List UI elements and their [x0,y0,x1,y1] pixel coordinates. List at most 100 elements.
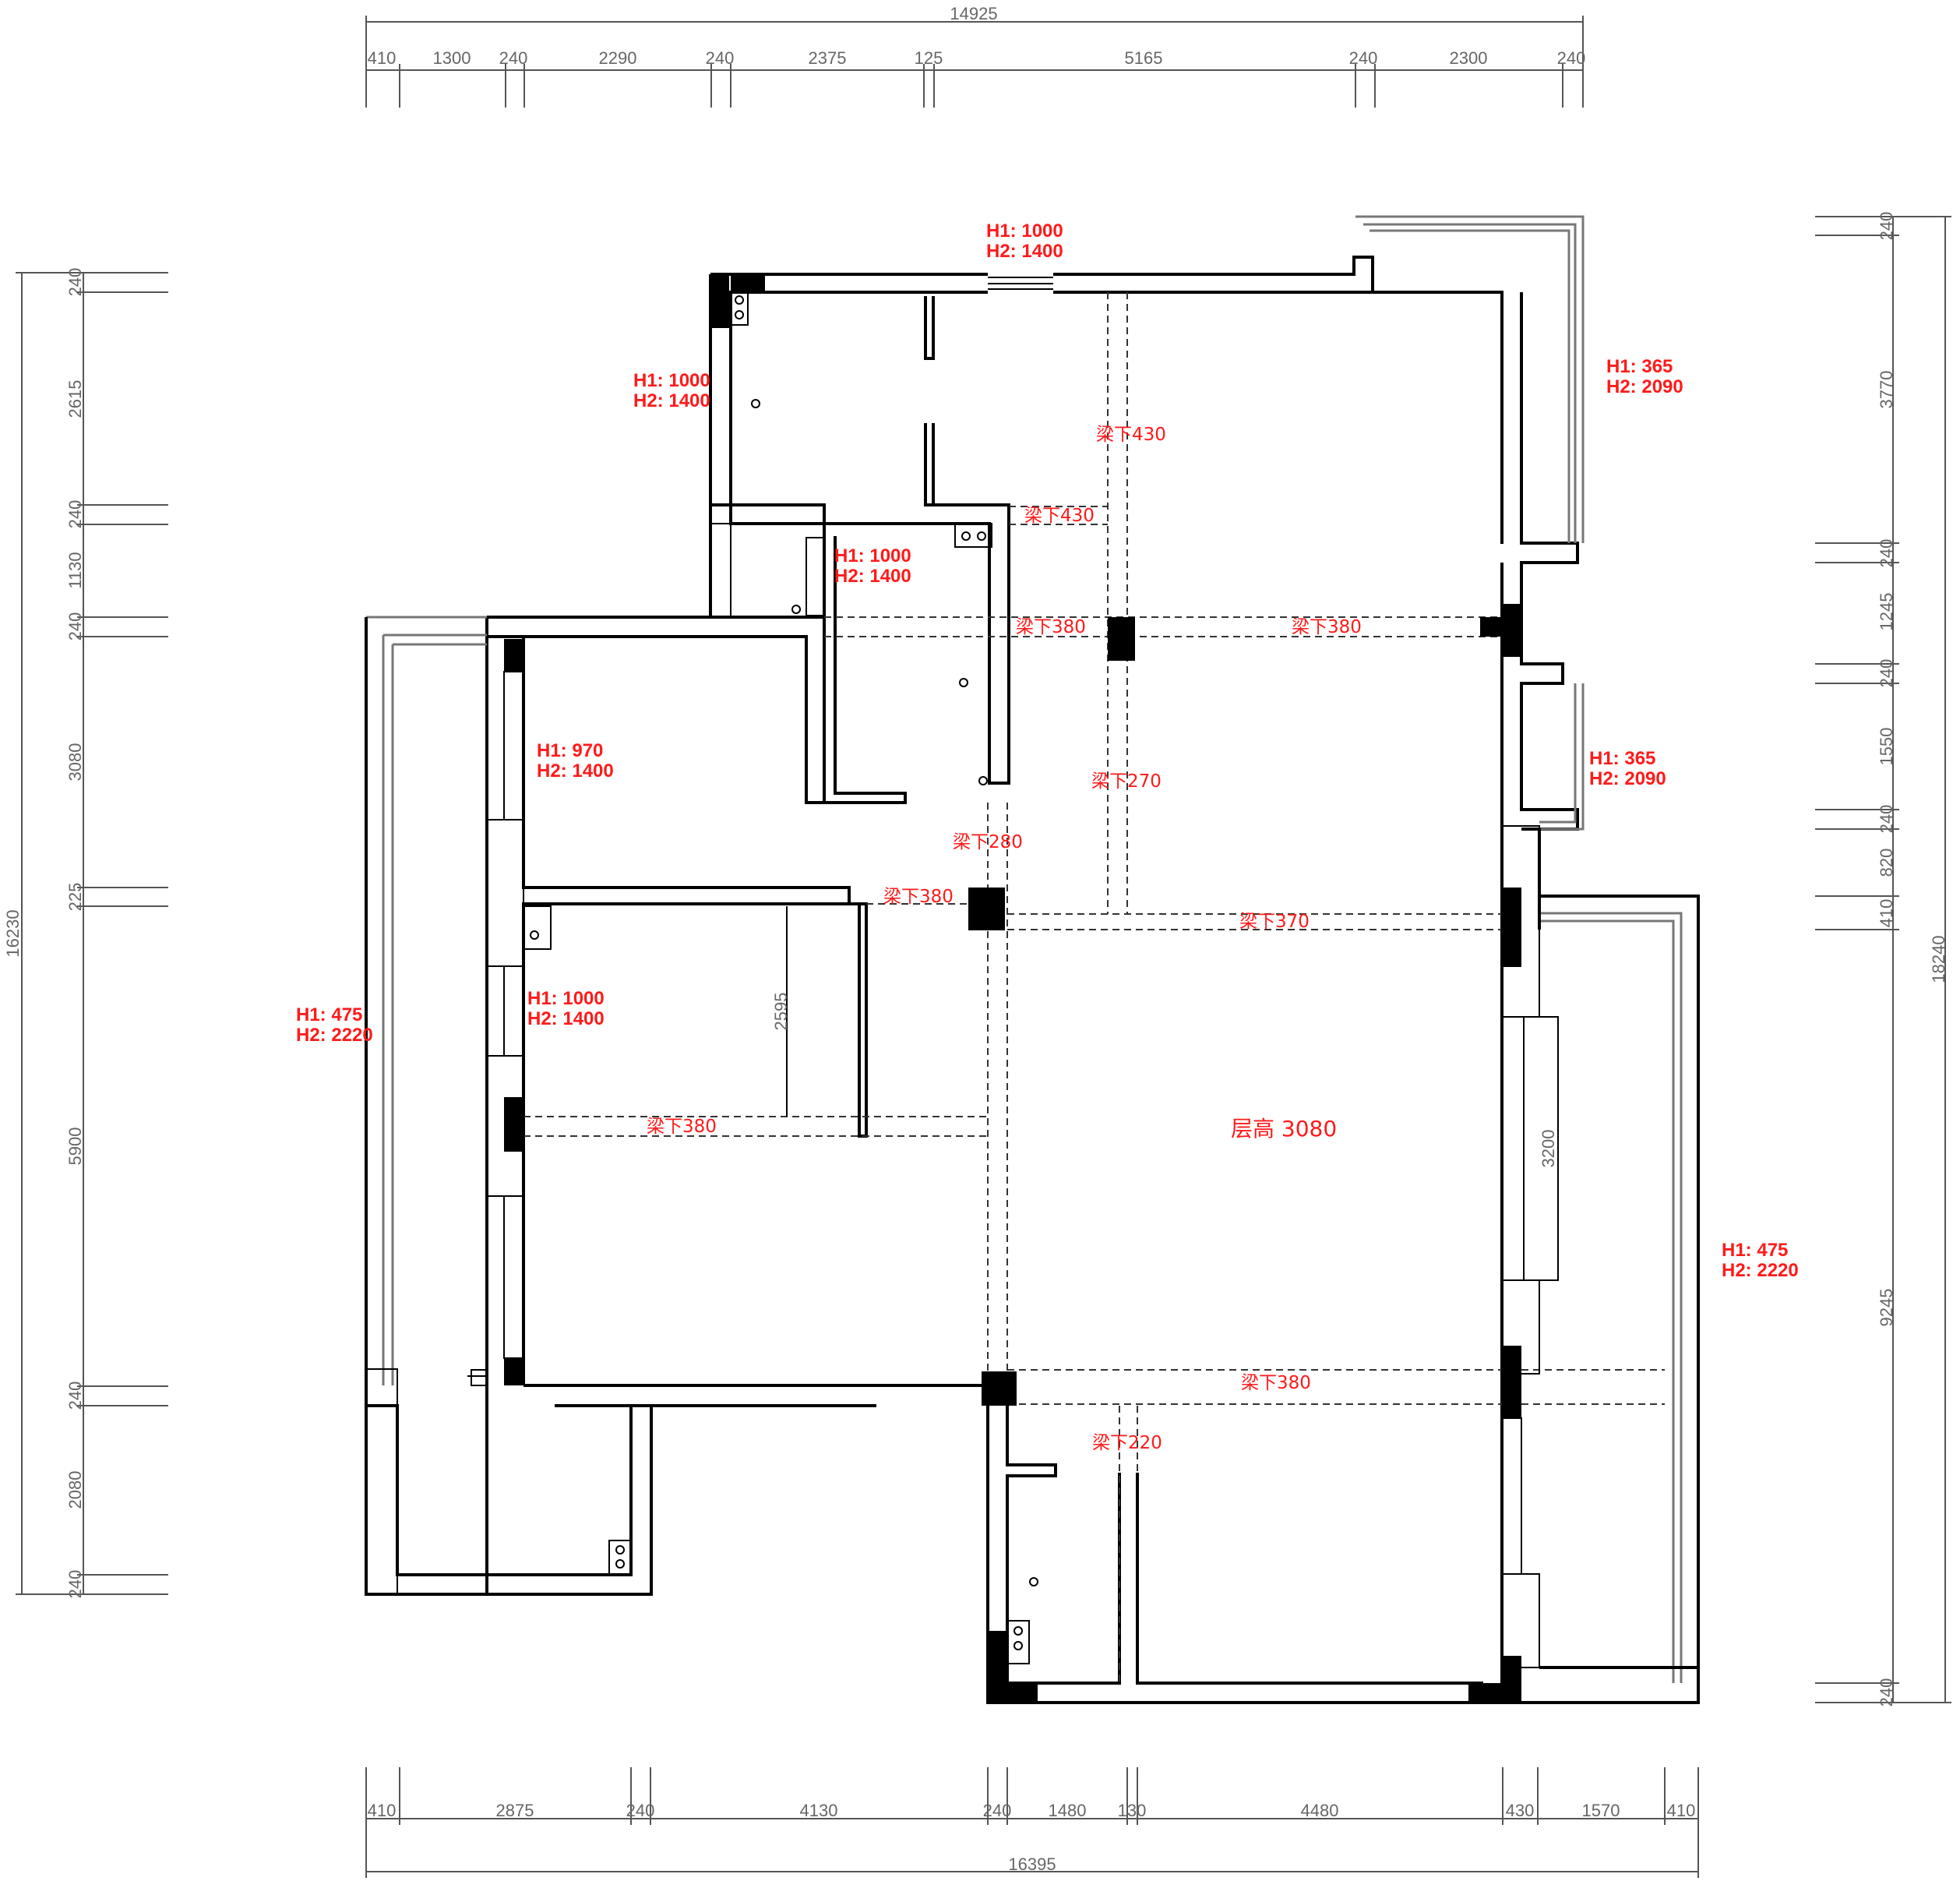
ceiling-height-label: 层高 3080 [1231,1116,1337,1142]
left-dimension-11: 240 [65,1570,85,1599]
bottom-dimension-8: 4480 [1301,1801,1339,1820]
bottom-dimension-1: 410 [368,1801,397,1820]
beam-label-7: 梁下380 [883,887,954,907]
beam-lines [523,292,1665,1683]
beam-label-2: 梁下430 [1024,506,1095,526]
top-dimension-4: 2290 [599,48,637,68]
right-dimension-5: 240 [1877,659,1896,688]
bottom-dimension-7: 130 [1118,1801,1147,1820]
fixtures [471,291,1038,1664]
top-dimension-5: 240 [706,48,735,68]
drain-icon [959,678,968,687]
window-h2-2: H2: 1400 [633,390,710,411]
window-h1-9: H1: 475 [1722,1240,1788,1261]
window-h1-2: H1: 1000 [633,370,710,391]
window-frames [365,326,1540,1668]
beam-label-8: 梁下370 [1239,912,1310,932]
top-total-dimension: 14925 [950,4,997,23]
walls [365,215,1700,1704]
right-dimension-4: 1245 [1877,593,1896,631]
bottom-dimension-5: 240 [983,1801,1012,1820]
window-h1-3: H1: 1000 [834,545,911,566]
right-dimension-11: 240 [1877,1678,1896,1707]
pipe-icon [730,291,749,326]
window-h1-6: H1: 970 [537,740,603,761]
left-dimension-2: 2615 [65,380,85,418]
window-h2-1: H2: 1400 [986,241,1063,262]
right-dimension-10: 9245 [1877,1289,1896,1327]
window-h1-5: H1: 365 [1589,748,1655,769]
right-dimension-6: 1550 [1877,728,1896,766]
beam-label-9: 梁下380 [647,1117,717,1137]
drain-icon [978,776,988,785]
window-h1-1: H1: 1000 [986,221,1063,242]
top-dimension-8: 5165 [1125,48,1163,68]
top-dimension-1: 410 [368,48,397,68]
left-dimension-9: 240 [65,1382,85,1410]
columns [504,274,1521,1703]
window-h2-3: H2: 1400 [834,566,911,587]
right-total-dimension: 18240 [1929,935,1948,983]
stair-icon [471,1369,488,1386]
left-dimension-1: 240 [65,268,85,297]
bottom-dimension-11: 410 [1667,1801,1696,1820]
left-dimension-chain: 16230 240 2615 240 1130 240 3080 225 590… [3,268,168,1599]
window-annotations: H1: 1000 H2: 1400 H1: 1000 H2: 1400 H1: … [296,221,1799,1281]
top-dimension-6: 2375 [809,48,847,68]
left-dimension-4: 1130 [65,552,85,588]
top-dimension-chain: 14925 410 1300 240 2290 240 2375 125 516… [365,4,1586,108]
left-dimension-10: 2080 [65,1471,85,1509]
inner-dimensions: 2595 3200 [771,993,1558,1168]
window-h2-5: H2: 2090 [1589,768,1666,789]
pipe-icon [1006,1620,1030,1664]
beam-label-10: 梁下380 [1241,1373,1311,1393]
top-dimension-7: 125 [915,48,943,68]
drain-icon [1029,1577,1038,1586]
right-dimension-chain: 240 3770 240 1245 240 1550 240 820 410 9… [1815,212,1951,1707]
top-dimension-2: 1300 [433,48,471,68]
right-dimension-1: 240 [1877,212,1896,241]
bottom-dimension-10: 1570 [1582,1801,1620,1820]
pipe-icon [608,1540,632,1576]
pipe-icon [954,523,992,548]
window-h2-4: H2: 2090 [1606,376,1683,397]
inner-dimension-2595: 2595 [771,993,791,1031]
pipe-icon [523,905,552,950]
bottom-dimension-6: 1480 [1049,1801,1087,1820]
right-dimension-7: 240 [1877,805,1896,834]
window-h2-9: H2: 2220 [1722,1260,1799,1281]
bottom-dimension-2: 2875 [496,1801,534,1820]
window-h1-8: H1: 475 [296,1004,362,1025]
left-total-dimension: 16230 [3,909,23,957]
right-dimension-9: 410 [1877,899,1896,928]
beam-label-3: 梁下380 [1016,617,1086,637]
right-dimension-3: 240 [1877,539,1896,568]
right-dimension-2: 3770 [1877,371,1896,409]
beam-label-4: 梁下380 [1292,617,1362,637]
bottom-dimension-3: 240 [626,1801,655,1820]
top-dimension-11: 240 [1557,48,1586,68]
inner-dimension-3200: 3200 [1539,1130,1558,1168]
left-dimension-5: 240 [65,612,85,641]
beam-annotations: 梁下430 梁下430 梁下380 梁下380 梁下270 梁下280 梁下38… [647,425,1362,1453]
beam-label-6: 梁下280 [953,832,1023,852]
beam-label-1: 梁下430 [1096,425,1166,445]
bottom-dimension-4: 4130 [800,1801,838,1820]
left-dimension-7: 225 [65,883,85,912]
left-dimension-3: 240 [65,500,85,529]
drain-icon [751,399,760,408]
beam-label-5: 梁下270 [1091,771,1162,792]
drain-icon [791,605,801,614]
window-h2-8: H2: 2220 [296,1025,373,1046]
window-h2-7: H2: 1400 [527,1008,605,1029]
bottom-dimension-chain: 410 2875 240 4130 240 1480 130 4480 430 … [365,1767,1699,1878]
left-dimension-8: 5900 [65,1128,85,1166]
window-h2-6: H2: 1400 [537,761,614,782]
bottom-dimension-9: 430 [1506,1801,1535,1820]
right-dimension-8: 820 [1877,849,1896,877]
left-dimension-6: 3080 [65,743,85,782]
top-dimension-10: 2300 [1450,48,1488,68]
window-h1-7: H1: 1000 [527,988,605,1009]
top-dimension-3: 240 [499,48,528,68]
